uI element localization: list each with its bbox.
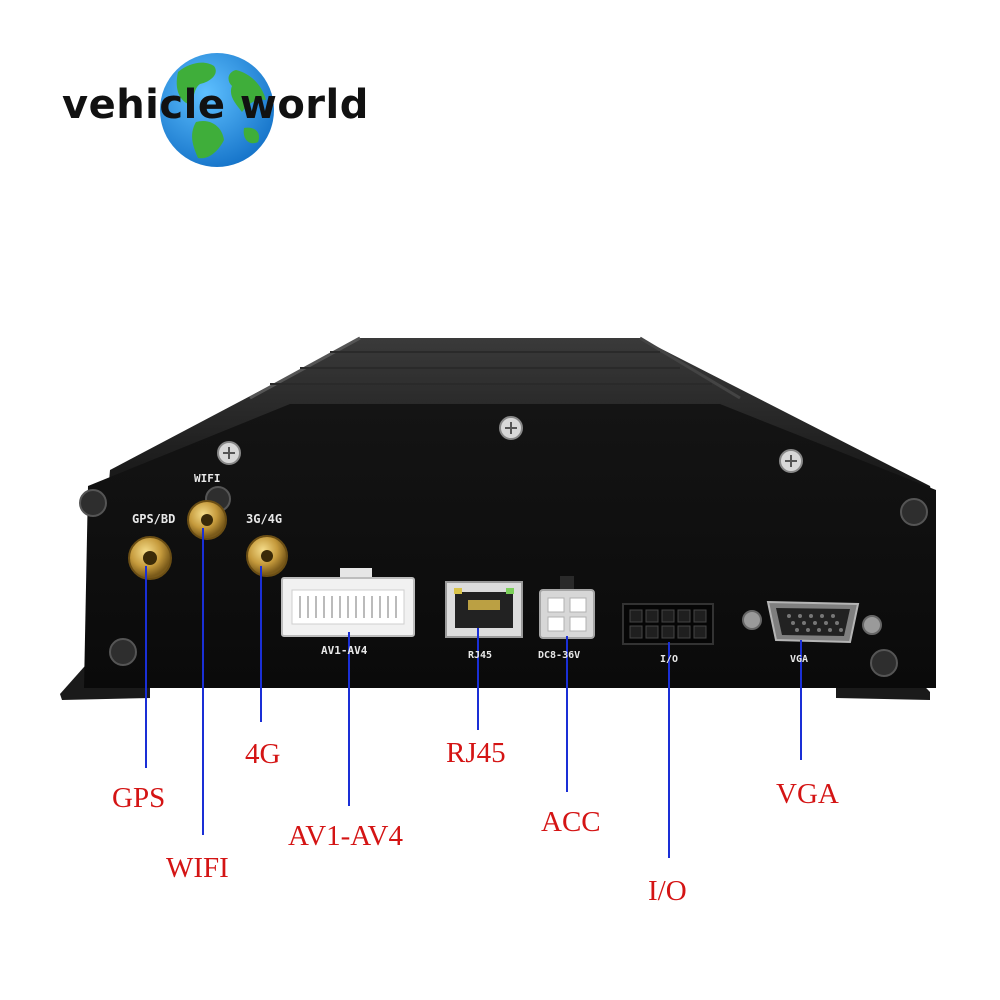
callout-4g: 4G bbox=[245, 738, 281, 770]
rj45-port bbox=[445, 581, 523, 638]
wifi-antenna-connector bbox=[187, 500, 227, 540]
globe-icon bbox=[160, 53, 274, 167]
callout-rj45: RJ45 bbox=[446, 737, 506, 769]
panel-label-gps-bd: GPS/BD bbox=[132, 512, 176, 526]
gps-antenna-connector bbox=[128, 536, 172, 580]
av-connector bbox=[281, 568, 415, 637]
panel-label-3g4g: 3G/4G bbox=[246, 512, 283, 526]
power-connector bbox=[539, 576, 595, 639]
4g-antenna-connector bbox=[246, 535, 288, 577]
vga-port bbox=[742, 600, 882, 644]
mount-screws bbox=[217, 416, 803, 473]
callout-acc: ACC bbox=[541, 806, 601, 838]
callout-wifi: WIFI bbox=[166, 852, 229, 884]
panel-label-rj45: RJ45 bbox=[468, 650, 493, 661]
logo-text: vehicle world bbox=[62, 82, 369, 128]
panel-label-dc: DC8-36V bbox=[538, 650, 581, 661]
panel-label-av: AV1-AV4 bbox=[321, 644, 368, 657]
screws bbox=[79, 486, 928, 677]
panel-label-io: I/O bbox=[660, 654, 679, 665]
callout-io: I/O bbox=[648, 875, 687, 907]
callout-lines bbox=[145, 528, 802, 858]
panel-label-wifi: WIFI bbox=[194, 472, 221, 485]
callout-gps: GPS bbox=[112, 782, 166, 814]
io-connector bbox=[622, 603, 714, 645]
front-panel bbox=[84, 404, 936, 688]
callout-av: AV1-AV4 bbox=[288, 820, 403, 852]
panel-label-vga: VGA bbox=[790, 654, 809, 665]
callout-vga: VGA bbox=[776, 778, 839, 810]
